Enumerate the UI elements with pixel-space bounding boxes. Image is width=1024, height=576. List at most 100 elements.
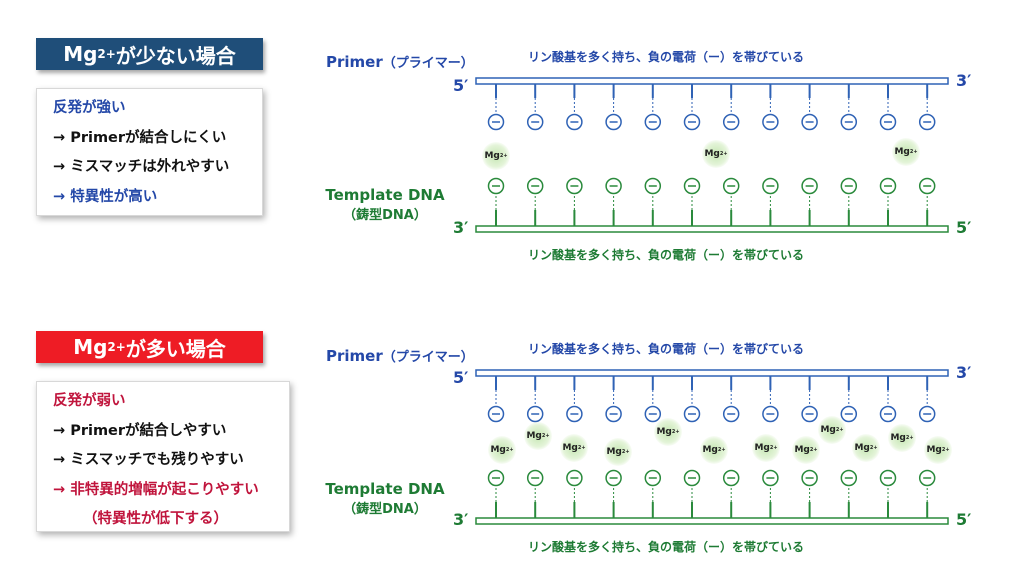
primer-strand [475,369,949,377]
mg-ion-sup: 2+ [905,435,914,441]
note-line: → 非特異的増幅が起こりやすい [53,481,259,498]
template-3prime: 3′ [453,510,469,529]
low-mg-notes: 反発が強い → Primerが結合しにくい → ミスマッチは外れやすい → 特異… [36,88,263,216]
primer-5prime: 5′ [453,368,469,387]
negative-charge-icon [526,177,544,195]
negative-charge-icon [801,469,818,487]
negative-charge-icon [487,113,505,131]
primer-strand [475,77,949,85]
negative-charge-icon [526,113,544,131]
mg-ion-text: Mg [890,433,906,443]
mg-ion-sup: 2+ [809,447,818,453]
mg-ion-text: Mg [854,443,870,453]
strand-svg [475,369,949,525]
mg-ion-sup: 2+ [499,153,508,159]
low-mg-diagram: Primer（プライマー） リン酸基を多く持ち、負の電荷（ー）を帯びている 5′… [316,38,1016,278]
negative-charge-icon [918,405,936,423]
mg-ion-text: Mg [894,147,910,157]
negative-charge-icon [487,177,505,195]
negative-charge-icon [605,469,622,487]
negative-charge-icon [801,113,818,131]
template-5prime: 5′ [956,510,972,529]
negative-charge-icon [566,469,583,487]
primer-label: Primer（プライマー） [326,52,474,71]
negative-charge-icon [644,113,662,131]
mg-ion-text: Mg [754,443,770,453]
negative-charge-icon [879,113,897,131]
primer-label-jp: （プライマー） [382,350,474,365]
negative-charge-icon [683,113,701,131]
negative-charge-icon [644,177,662,195]
mg-ion-sup: 2+ [869,445,878,451]
template-label-en: Template DNA [325,186,445,204]
negative-charge-icon [879,405,897,423]
template-strand [475,225,949,233]
mg-ion-sup: 2+ [717,447,726,453]
negative-charge-icon [918,177,936,195]
negative-charge-icon [762,405,779,423]
negative-charge-icon [487,469,505,487]
high-mg-diagram: Primer（プライマー） リン酸基を多く持ち、負の電荷（ー）を帯びている 5′… [316,330,1016,570]
template-5prime: 5′ [956,218,972,237]
mg-ion-sup: 2+ [909,149,918,155]
mg-ion-text: Mg [526,431,542,441]
negative-charge-icon [644,405,662,423]
primer-5prime: 5′ [453,76,469,95]
template-label: Template DNA （鋳型DNA） [322,480,448,517]
note-line: （特異性が低下する） [83,511,228,527]
template-charge-caption: リン酸基を多く持ち、負の電荷（ー）を帯びている [528,540,805,554]
negative-charge-icon [605,177,622,195]
note-line: → ミスマッチでも残りやすい [53,452,244,468]
negative-charge-icon [526,469,544,487]
high-mg-notes: 反発が弱い → Primerが結合しやすい → ミスマッチでも残りやすい → 非… [36,381,290,532]
mg-ion-text: Mg [820,425,836,435]
mg-ion-text: Mg [702,445,718,455]
mg-ion-text: Mg [656,427,672,437]
mg-ion-sup: 2+ [769,445,778,451]
negative-charge-icon [801,177,818,195]
mg-ion-text: Mg [562,443,578,453]
mg-ion-text: Mg [794,445,810,455]
template-label-jp: （鋳型DNA） [343,502,427,517]
primer-label-en: Primer [326,347,383,365]
strand-svg [475,77,949,233]
negative-charge-icon [762,177,779,195]
template-label-en: Template DNA [325,480,445,498]
negative-charge-icon [566,113,583,131]
mg-ion-sup: 2+ [835,427,844,433]
primer-charge-caption: リン酸基を多く持ち、負の電荷（ー）を帯びている [528,50,805,64]
title-prefix: Mg [73,335,108,359]
mg-ion-sup: 2+ [577,445,586,451]
primer-3prime: 3′ [956,363,972,382]
note-line: 反発が弱い [53,393,126,409]
mg-ion-text: Mg [704,149,720,159]
mg-ion-text: Mg [606,447,622,457]
negative-charge-icon [722,113,740,131]
title-suffix: が少ない場合 [115,43,236,68]
negative-charge-icon [566,405,583,423]
note-line: → ミスマッチは外れやすい [53,159,230,175]
negative-charge-icon [801,405,818,423]
negative-charge-icon [840,405,858,423]
negative-charge-icon [683,405,701,423]
mg-ion-sup: 2+ [541,433,550,439]
negative-charge-icon [762,113,779,131]
negative-charge-icon [605,405,622,423]
primer-label: Primer（プライマー） [326,346,474,365]
negative-charge-icon [879,469,897,487]
template-strand [475,517,949,525]
negative-charge-icon [762,469,779,487]
note-line: → Primerが結合しやすい [53,422,227,439]
